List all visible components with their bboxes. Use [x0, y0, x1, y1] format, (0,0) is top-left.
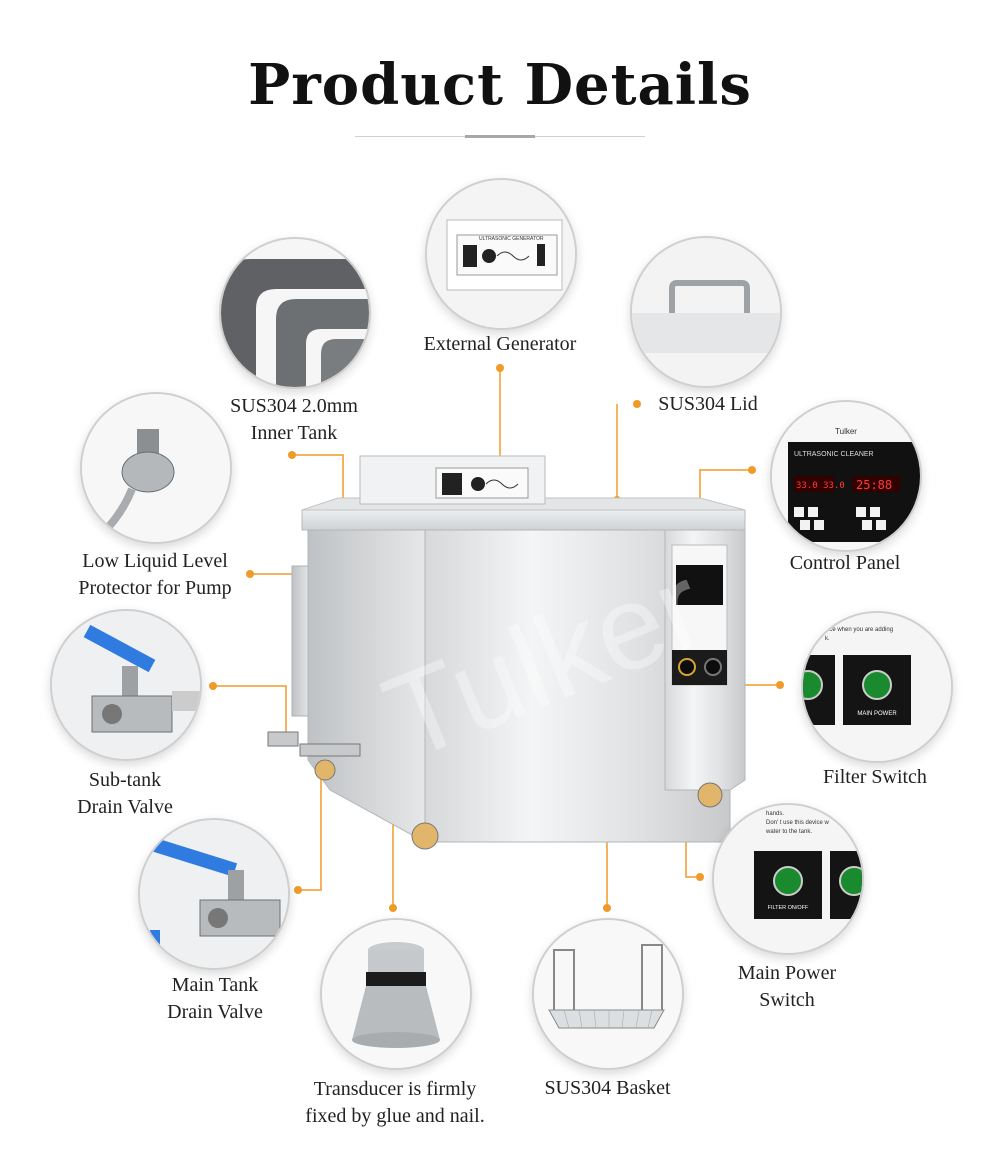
main-valve-thumb: [138, 818, 290, 970]
title-divider-accent: [465, 135, 535, 138]
subtank-valve-thumb: [50, 609, 202, 761]
label-basket: SUS304 Basket: [544, 1077, 671, 1099]
label-subtank-line1: Sub-tank: [88, 769, 162, 791]
label-transducer: Transducer is firmly fixed by glue and n…: [280, 1076, 510, 1130]
lid-thumb: [630, 236, 782, 388]
filter-notice-2: k.: [825, 636, 830, 642]
callout-dot: [633, 400, 641, 408]
callout-dot: [294, 886, 302, 894]
label-main-valve-line1: Main Tank: [171, 974, 259, 996]
callout-dot: [603, 904, 611, 912]
notice-2: Don' t use this device w: [766, 820, 830, 826]
cleaner-text: ULTRASONIC CLEANER: [794, 451, 874, 458]
label-external-generator: External Generator: [423, 333, 577, 355]
label-inner-tank: SUS304 2.0mm Inner Tank: [204, 393, 384, 447]
notice-3: water to the tank.: [765, 829, 812, 835]
callout-dot: [288, 451, 296, 459]
label-main-power-switch: Main Power Switch: [712, 960, 862, 1014]
label-transducer-line2: fixed by glue and nail.: [305, 1105, 485, 1127]
main-power-label: MAIN POWER: [857, 711, 897, 717]
display-left: 33.0 33.0: [796, 481, 845, 491]
main-power-switch-thumb: hands. Don' t use this device w water to…: [712, 803, 864, 955]
basket-thumb: [532, 918, 684, 1070]
display-right: 25:88: [856, 478, 892, 492]
callout-dot: [496, 364, 504, 372]
label-low-level-line1: Low Liquid Level: [82, 550, 228, 572]
inner-tank-thumb: [219, 237, 371, 389]
callout-dot: [696, 873, 704, 881]
label-low-level-protector: Low Liquid Level Protector for Pump: [55, 548, 255, 602]
callout-dot: [748, 466, 756, 474]
callout-dot: [776, 681, 784, 689]
label-low-level-line2: Protector for Pump: [78, 577, 232, 599]
label-main-power-line1: Main Power: [737, 962, 837, 984]
label-inner-tank-line2: Inner Tank: [250, 422, 338, 444]
label-sus304-lid: SUS304 Lid: [658, 393, 758, 415]
label-main-power-line2: Switch: [759, 989, 815, 1011]
filter-onoff-label: FILTER ON/OFF: [768, 905, 809, 911]
label-subtank-valve: Sub-tank Drain Valve: [50, 767, 200, 821]
filter-notice: vice when you are adding: [825, 627, 893, 633]
label-main-valve-line2: Drain Valve: [167, 1001, 263, 1023]
page-title: Product Details: [248, 52, 752, 118]
callout-dot: [209, 682, 217, 690]
notice-1: hands.: [766, 811, 784, 817]
label-subtank-line2: Drain Valve: [77, 796, 173, 818]
callout-dot: [389, 904, 397, 912]
external-generator-thumb: ULTRASONIC GENERATOR: [425, 178, 577, 330]
generator-panel-text: ULTRASONIC GENERATOR: [479, 236, 544, 242]
label-inner-tank-line1: SUS304 2.0mm: [230, 395, 358, 417]
brand-text: Tulker: [835, 427, 857, 436]
transducer-thumb: [320, 918, 472, 1070]
label-control-panel: Control Panel: [789, 552, 901, 574]
control-panel-thumb: Tulker ULTRASONIC CLEANER 33.0 33.0 25:8…: [770, 400, 922, 552]
label-transducer-line1: Transducer is firmly: [313, 1078, 477, 1100]
callout-dot: [246, 570, 254, 578]
label-filter-switch: Filter Switch: [823, 766, 927, 788]
filter-switch-thumb: vice when you are adding k. MAIN POWER: [801, 611, 953, 763]
level-protector-thumb: [80, 392, 232, 544]
label-main-valve: Main Tank Drain Valve: [140, 972, 290, 1026]
